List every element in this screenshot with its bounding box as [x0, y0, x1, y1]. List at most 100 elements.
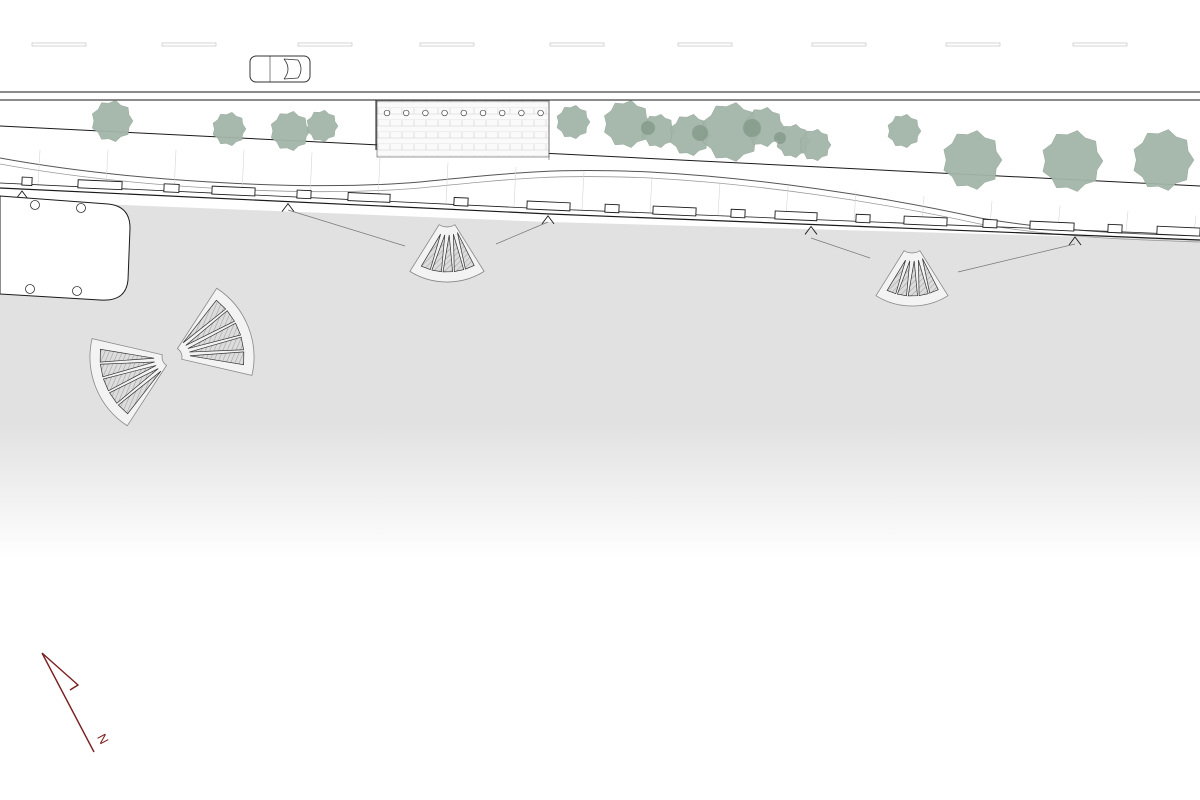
- bench: [774, 210, 818, 222]
- deck-fold-panel: [922, 258, 939, 294]
- lane-dash: [161, 42, 217, 47]
- floating-deck-1: [409, 224, 485, 283]
- tree-icon: [306, 109, 339, 143]
- lane-dash: [811, 42, 867, 47]
- deck-fold-panel: [189, 351, 245, 366]
- paving-joint: [513, 166, 517, 207]
- bench-row: [21, 176, 1200, 237]
- bench: [903, 215, 948, 227]
- paving-joint: [377, 157, 381, 200]
- deck-fold-panel: [442, 234, 453, 273]
- tree-icon: [799, 128, 832, 162]
- floating-deck-3a: [176, 287, 255, 376]
- bollard: [422, 109, 429, 117]
- bench: [730, 208, 746, 219]
- tree-icon: [212, 112, 247, 146]
- bench: [347, 192, 391, 203]
- bench: [77, 179, 123, 191]
- lane-dash: [945, 42, 1001, 47]
- deck-fold-panel: [420, 233, 441, 271]
- bollard: [537, 109, 544, 117]
- paving-joint: [241, 149, 245, 194]
- tree-icon: [270, 111, 311, 151]
- promenade-inner-edge: [0, 157, 1200, 237]
- north-arrow-shape: [41, 652, 95, 753]
- bollard: [499, 109, 506, 117]
- deck-fold-panel: [102, 365, 157, 392]
- deck-fold-panel: [453, 234, 465, 273]
- promenade: [0, 149, 1200, 246]
- north-arrow-icon: N: [41, 652, 112, 753]
- bollard: [383, 109, 391, 117]
- lane-dash: [1072, 42, 1128, 47]
- bench: [1029, 220, 1075, 232]
- lane-dash: [297, 42, 353, 47]
- lane-dash: [419, 42, 475, 47]
- paving-joint: [717, 181, 721, 215]
- dock-platform: [0, 195, 131, 301]
- lane-dash: [31, 42, 87, 47]
- bench: [982, 218, 998, 229]
- lane-dash: [677, 42, 733, 47]
- bench: [453, 197, 469, 207]
- paving-joint: [173, 149, 177, 191]
- bollard-row: [383, 109, 544, 117]
- deck-fold-panel: [918, 260, 929, 297]
- deck-fold-panel: [99, 361, 155, 378]
- deck-fold-panel: [431, 234, 446, 273]
- paving-joint: [445, 162, 449, 204]
- mooring-post: [281, 202, 295, 212]
- deck-fold-panel: [182, 299, 227, 344]
- tree-group: [92, 100, 1195, 192]
- deck-fold-panel: [109, 368, 159, 404]
- paving-joint: [37, 149, 41, 184]
- bench: [652, 205, 697, 217]
- lake: [0, 200, 1200, 560]
- deck-fold-panel: [99, 348, 155, 363]
- paving-joint: [853, 191, 857, 221]
- tree-icon: [943, 130, 1003, 190]
- tree-icon: [670, 114, 712, 156]
- floating-decks: [89, 224, 949, 427]
- tree-icon: [1042, 130, 1104, 192]
- tree-icon: [92, 100, 134, 142]
- tree-icon: [604, 100, 652, 148]
- mooring-post: [804, 225, 818, 235]
- bench: [211, 185, 256, 197]
- bench: [604, 203, 620, 214]
- bollard: [460, 109, 467, 117]
- floating-deck-3b: [89, 338, 168, 427]
- boat-dock: [0, 195, 131, 301]
- lake-surface: [0, 200, 1200, 560]
- deck-fold-panel: [886, 259, 906, 295]
- tree-icon: [887, 114, 922, 148]
- deck-fold-panel: [185, 310, 235, 346]
- north-label: N: [94, 731, 112, 746]
- bench: [21, 176, 33, 186]
- deck-fold-panel: [187, 322, 242, 349]
- tree-canopy-shade: [692, 125, 708, 141]
- lane-markings: [31, 42, 1128, 47]
- paving-joint: [1125, 210, 1129, 232]
- deck-fold-panel: [896, 260, 911, 297]
- paved-plaza: [376, 100, 550, 158]
- mooring-post: [1068, 236, 1082, 246]
- green-strip: [0, 100, 1200, 187]
- deck-fold-panel: [457, 232, 475, 270]
- mooring-post: [15, 190, 29, 200]
- tree-icon: [1133, 129, 1195, 191]
- car-icon: [249, 55, 311, 83]
- mooring-post: [541, 215, 555, 225]
- bollard: [479, 109, 487, 117]
- tree-icon: [556, 105, 591, 139]
- tree-canopy-shade: [641, 121, 655, 135]
- tree-canopy-shade: [774, 132, 786, 144]
- paving-joint: [649, 176, 653, 213]
- bench: [1107, 223, 1123, 234]
- bollard: [518, 109, 525, 117]
- bike-path-edge: [0, 125, 1200, 187]
- paving-joint: [581, 171, 585, 210]
- bollard: [403, 109, 410, 117]
